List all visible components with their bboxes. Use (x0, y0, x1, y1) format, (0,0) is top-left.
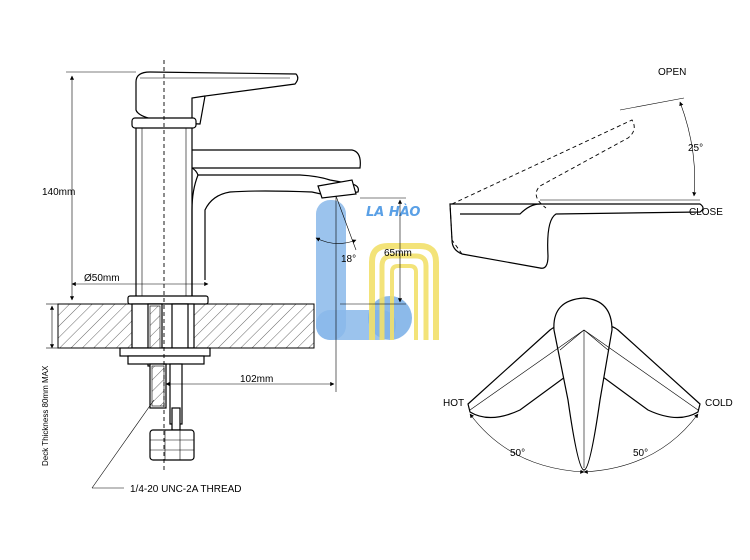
thread-label: 1/4-20 UNC-2A THREAD (130, 484, 242, 495)
hot-angle-label: 50° (510, 448, 525, 459)
diameter-label: Ø50mm (84, 273, 120, 284)
deck-thickness-label: Deck Thickness 80mm MAX (41, 365, 50, 466)
height-label: 140mm (42, 187, 75, 198)
faucet-side-view (57, 60, 361, 470)
top-view-hot-cold (467, 297, 701, 474)
dimension-lines (46, 71, 406, 489)
lever-angle-label: 25° (688, 143, 703, 154)
watermark-text: LA HÀO (366, 204, 420, 220)
close-label: CLOSE (689, 207, 723, 218)
spout-height-label: 65mm (384, 248, 412, 259)
hot-label: HOT (443, 398, 464, 409)
reach-label: 102mm (240, 374, 273, 385)
cold-angle-label: 50° (633, 448, 648, 459)
cold-label: COLD (705, 398, 733, 409)
lever-angle-detail (449, 97, 704, 269)
open-label: OPEN (658, 67, 686, 78)
spout-angle-label: 18° (341, 254, 356, 265)
watermark-logo: LA HÀO (316, 200, 439, 340)
